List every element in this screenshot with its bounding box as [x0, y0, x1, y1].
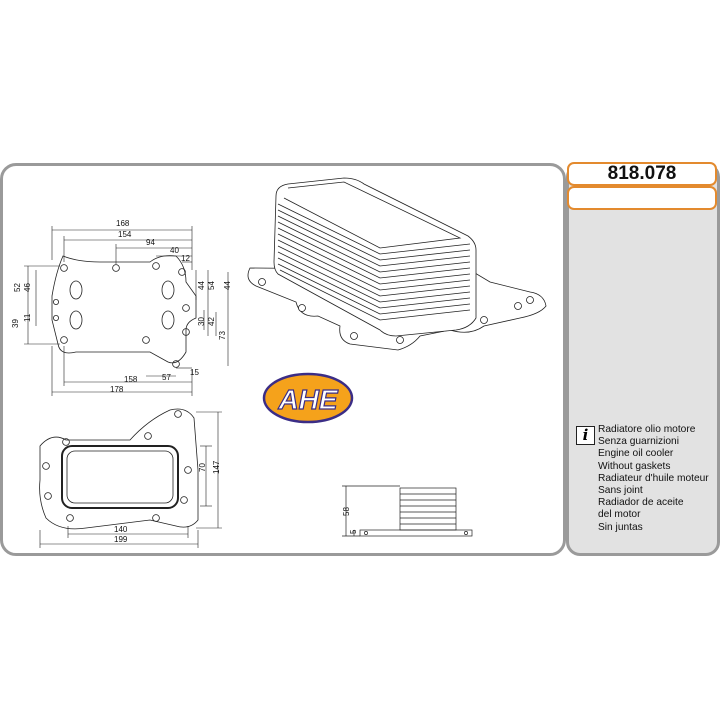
- desc-line: Engine oil cooler: [598, 448, 674, 460]
- info-icon: i: [576, 426, 595, 445]
- flange-top-view: [24, 226, 229, 396]
- dim-39: 39: [11, 319, 20, 328]
- side-view-dimensions: 58 5: [342, 507, 358, 534]
- dim-70: 70: [198, 463, 207, 472]
- desc-line: Without gaskets: [598, 460, 671, 472]
- dim-42: 42: [207, 317, 216, 326]
- desc-line: Radiador de aceite: [598, 497, 684, 509]
- description-list: Radiatore olio motore Senza guarnizioni …: [598, 424, 709, 534]
- part-number-box: 818.078: [567, 162, 717, 186]
- desc-line: Radiateur d'huile moteur: [598, 472, 709, 484]
- desc-line: Radiatore olio motore: [598, 424, 696, 435]
- dim-40: 40: [170, 246, 179, 255]
- oil-cooler-3d-view: [247, 177, 547, 351]
- dim-52: 52: [13, 283, 22, 292]
- dim-44-outer: 44: [223, 281, 232, 290]
- bottom-view-dimensions: 70 147 140 199: [114, 460, 221, 544]
- desc-line: Sin juntas: [598, 521, 643, 533]
- dim-44-inner: 44: [197, 281, 206, 290]
- logo-text: AHE: [277, 384, 338, 415]
- dim-147: 147: [212, 460, 221, 474]
- dim-46: 46: [23, 283, 32, 292]
- dim-199: 199: [114, 535, 128, 544]
- dim-73: 73: [218, 331, 227, 340]
- dim-140: 140: [114, 525, 128, 534]
- dim-168: 168: [116, 219, 130, 228]
- desc-line: Sans joint: [598, 485, 643, 497]
- part-number: 818.078: [607, 163, 677, 184]
- side-view: [342, 485, 473, 537]
- dim-178: 178: [110, 385, 124, 394]
- info-panel: [566, 163, 720, 556]
- dim-5: 5: [349, 529, 358, 534]
- dim-94: 94: [146, 238, 155, 247]
- desc-line: Senza guarnizioni: [598, 436, 679, 448]
- dim-158: 158: [124, 375, 138, 384]
- dim-154: 154: [118, 230, 132, 239]
- dim-58: 58: [342, 507, 351, 516]
- flange-bottom-view: [39, 408, 222, 548]
- secondary-box: [567, 186, 717, 210]
- top-view-dimensions: 168 154 94 40 12 52 46 44 54 44 39 11 30…: [11, 219, 232, 394]
- dim-30: 30: [197, 317, 206, 326]
- dim-12: 12: [181, 254, 190, 263]
- ahe-logo: AHE: [262, 372, 354, 424]
- dim-11: 11: [23, 313, 32, 322]
- dim-57: 57: [162, 373, 171, 382]
- dim-15: 15: [190, 368, 199, 377]
- desc-line: del motor: [598, 509, 641, 521]
- dim-54: 54: [207, 281, 216, 290]
